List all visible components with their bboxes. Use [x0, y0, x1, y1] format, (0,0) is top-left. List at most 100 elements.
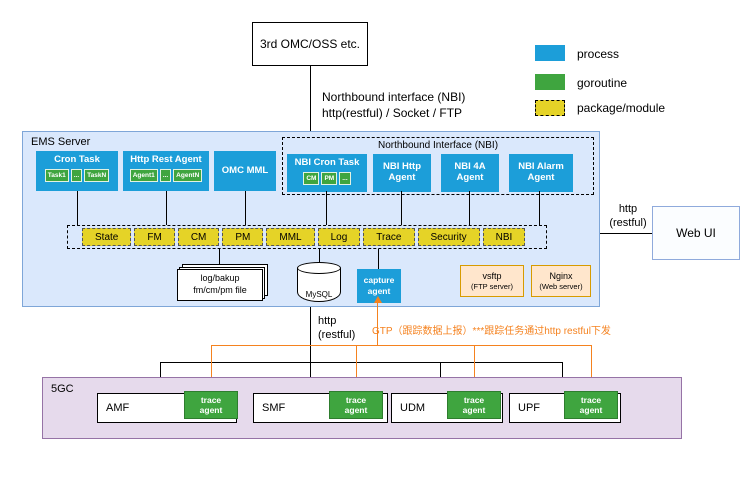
- trace-link-smf: [356, 345, 357, 384]
- nginx-server: Nginx (Web server): [531, 265, 591, 297]
- east-link-label: http (restful): [604, 202, 652, 231]
- module-trace: Trace: [363, 228, 415, 246]
- omc-oss-label: 3rd OMC/OSS etc.: [259, 37, 361, 51]
- mysql-database: MySQL: [297, 262, 341, 302]
- south-link-line1: http: [318, 315, 337, 327]
- file-label-line1: log/bakup: [200, 273, 240, 284]
- nbi-group-title: Northbound Interface (NBI): [377, 140, 499, 151]
- web-ui-label: Web UI: [676, 226, 716, 240]
- web-ui-box: Web UI: [652, 206, 740, 260]
- process-omc-mml-title: OMC MML: [221, 164, 269, 176]
- capture-agent-line2: agent: [367, 286, 391, 296]
- goroutine-task1: Task1: [44, 168, 69, 182]
- trace-link-udm: [474, 345, 475, 384]
- ems-server-title: EMS Server: [31, 136, 91, 148]
- connector: [539, 191, 540, 225]
- 5gc-container: 5GC AMF trace agent SMF trace agent UDM …: [42, 377, 682, 439]
- nbi-cron-task-goroutines: CM PM ...: [303, 171, 351, 185]
- connector: [401, 191, 402, 225]
- module-state: State: [82, 228, 132, 246]
- connector: [166, 191, 167, 225]
- legend-package-label: package/module: [577, 101, 666, 115]
- connector-ems-to-5gc: [310, 307, 311, 362]
- connector: [245, 191, 246, 225]
- process-nbi-4a-agent: NBI 4A Agent: [441, 154, 499, 192]
- goroutine-agent1: Agent1: [129, 168, 158, 182]
- trace-link-bus: [211, 345, 591, 346]
- connector: [378, 249, 379, 269]
- amf-trace-agent-line2: agent: [199, 405, 223, 415]
- udm-trace-agent-line1: trace: [463, 394, 485, 405]
- connector-bus: [160, 362, 563, 363]
- file-sheet-front: log/bakup fm/cm/pm file: [177, 269, 263, 301]
- nbi-link-line2: http(restful) / Socket / FTP: [322, 105, 463, 120]
- goroutine-cm: CM: [303, 171, 320, 185]
- module-mml: MML: [266, 228, 315, 246]
- ems-server-container: EMS Server Cron Task Task1 ... TaskN Htt…: [22, 131, 600, 307]
- trace-link: [377, 303, 378, 345]
- legend-goroutine-label: goroutine: [577, 76, 628, 90]
- process-cron-task: Cron Task Task1 ... TaskN: [36, 151, 118, 191]
- process-cron-task-title: Cron Task: [54, 154, 100, 165]
- gtp-note: GTP（跟踪数据上报）***跟踪任务通过http restful下发: [372, 326, 611, 337]
- east-link-line1: http: [618, 203, 638, 215]
- udm-trace-agent-line2: agent: [462, 405, 486, 415]
- process-nbi-cron-task: NBI Cron Task CM PM ...: [287, 154, 367, 192]
- connector: [326, 191, 327, 225]
- module-nbi: NBI: [482, 228, 526, 246]
- process-nbi-http-agent-title: NBI Http Agent: [383, 161, 421, 183]
- vsftp-sublabel: (FTP server): [471, 281, 513, 291]
- mysql-label: MySQL: [305, 290, 333, 299]
- module-fm: FM: [134, 228, 175, 246]
- 5gc-title: 5GC: [51, 383, 74, 395]
- legend-process-swatch: [535, 45, 565, 61]
- goroutine-agent-ellipsis: ...: [159, 168, 172, 182]
- amf-trace-agent-line1: trace: [200, 394, 222, 405]
- goroutine-agentN: AgentN: [173, 168, 203, 182]
- capture-agent-line1: capture: [363, 275, 395, 286]
- nf-upf-label: UPF: [518, 402, 540, 414]
- connector: [319, 249, 320, 262]
- process-omc-mml: OMC MML: [214, 151, 276, 191]
- east-link-line2: (restful): [609, 217, 647, 230]
- file-label-line2: fm/cm/pm file: [193, 285, 247, 295]
- connector: [219, 249, 220, 264]
- udm-trace-agent: trace agent: [447, 391, 501, 419]
- nbi-link-line1: Northbound interface (NBI): [322, 90, 466, 104]
- nginx-label: Nginx: [549, 270, 573, 281]
- process-nbi-http-agent: NBI Http Agent: [373, 154, 431, 192]
- smf-trace-agent: trace agent: [329, 391, 383, 419]
- amf-trace-agent: trace agent: [184, 391, 238, 419]
- process-http-rest-agent-title: Http Rest Agent: [130, 154, 202, 165]
- nbi-group: Northbound Interface (NBI) NBI Cron Task…: [282, 137, 594, 195]
- log-backup-files: log/bakup fm/cm/pm file: [177, 264, 268, 301]
- connector: [77, 191, 78, 225]
- nbi-link-label: Northbound interface (NBI) http(restful)…: [322, 90, 465, 121]
- smf-trace-agent-line2: agent: [344, 405, 368, 415]
- connector: [469, 191, 470, 225]
- legend-process-label: process: [577, 47, 620, 61]
- nf-amf-label: AMF: [106, 402, 130, 414]
- south-link-label: http (restful): [318, 314, 366, 343]
- nf-udm-label: UDM: [400, 402, 426, 414]
- arrow-into-capture-agent: [374, 296, 382, 303]
- module-cm: CM: [177, 228, 220, 246]
- process-nbi-alarm-agent: NBI Alarm Agent: [509, 154, 573, 192]
- upf-trace-agent: trace agent: [564, 391, 618, 419]
- goroutine-ellipsis: ...: [339, 171, 351, 185]
- nginx-sublabel: (Web server): [539, 281, 583, 291]
- upf-trace-agent-line1: trace: [580, 394, 602, 405]
- module-row: State FM CM PM MML Log Trace Security NB…: [67, 225, 547, 249]
- trace-link-amf: [211, 345, 212, 384]
- connector-omc-to-ems: [310, 66, 311, 131]
- http-rest-agent-goroutines: Agent1 ... AgentN: [129, 168, 203, 182]
- legend-package-swatch: [535, 100, 565, 116]
- vsftp-server: vsftp (FTP server): [460, 265, 524, 297]
- vsftp-label: vsftp: [482, 270, 502, 281]
- trace-link-upf: [591, 345, 592, 384]
- goroutine-pm: PM: [321, 171, 338, 185]
- process-nbi-cron-task-title: NBI Cron Task: [294, 157, 360, 168]
- nf-smf-label: SMF: [262, 402, 286, 414]
- process-nbi-4a-agent-title: NBI 4A Agent: [454, 161, 486, 183]
